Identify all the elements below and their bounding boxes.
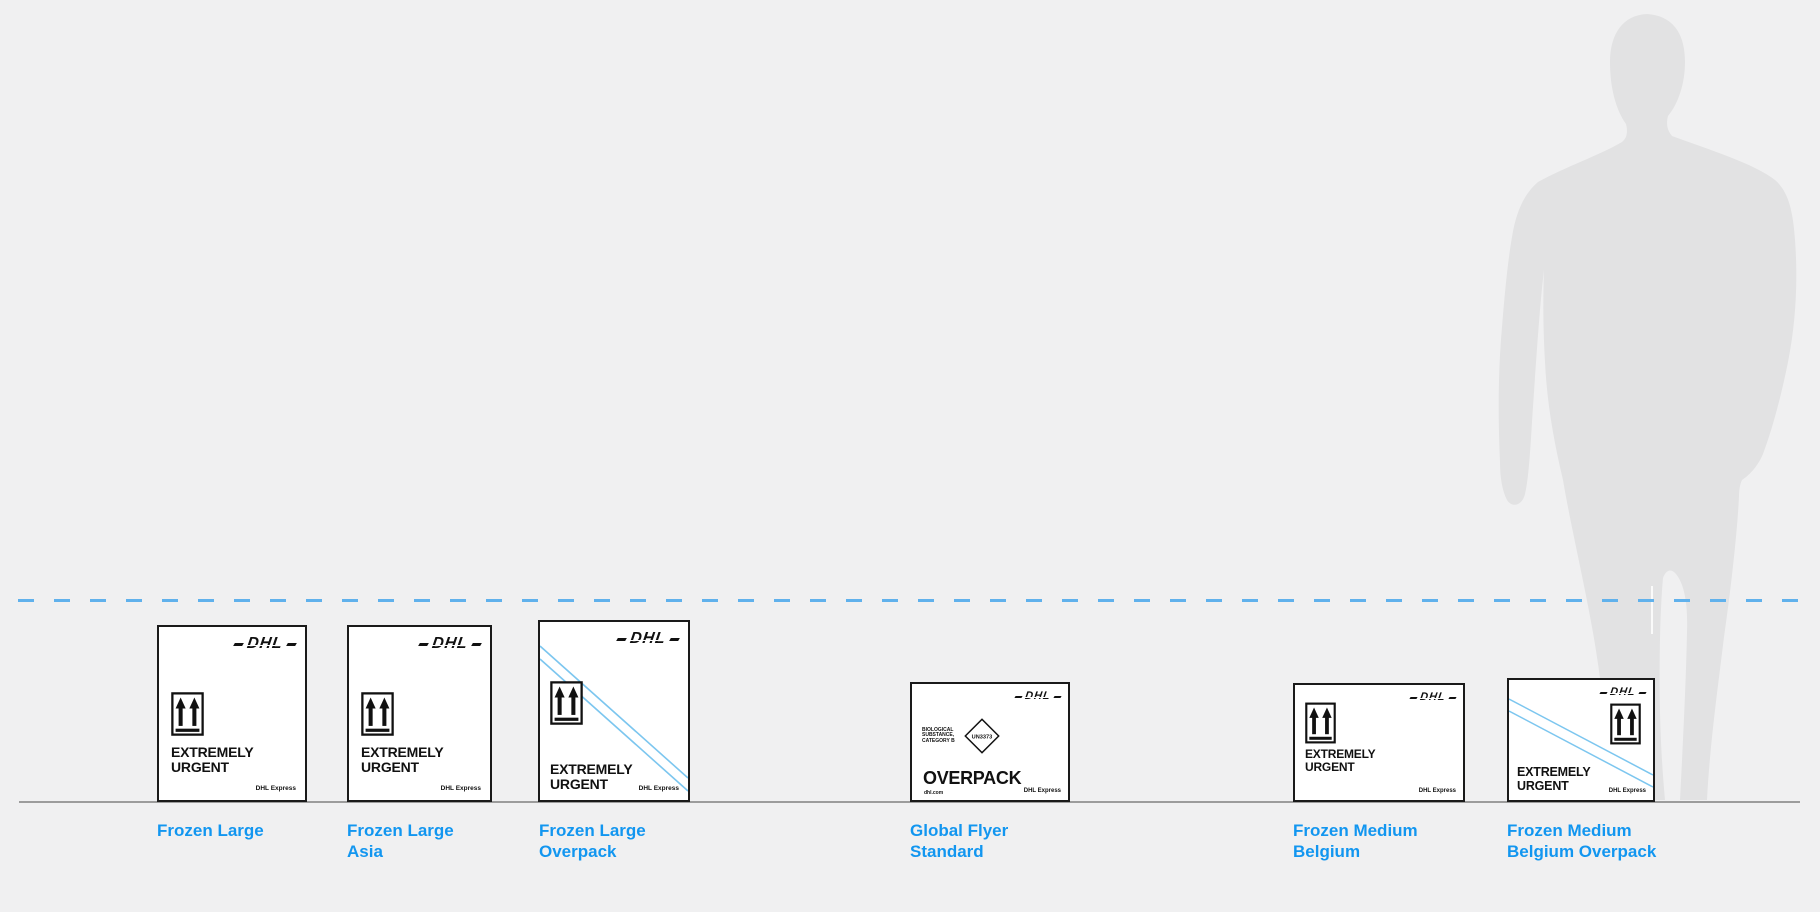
caption-frozen-large: Frozen Large xyxy=(157,821,264,840)
ground-baseline xyxy=(19,801,1800,803)
dhl-express-text: DHL Express xyxy=(1608,788,1646,794)
package-frozen-large-asia: DHL EXTREMELY URGENT DHL Express xyxy=(347,625,492,802)
dhl-logo-text: DHL xyxy=(245,635,285,652)
logo-bar-icon xyxy=(1053,695,1062,698)
dhl-express-text: DHL Express xyxy=(440,785,481,792)
logo-bar-icon xyxy=(471,642,482,646)
svg-text:UN3373: UN3373 xyxy=(972,734,993,740)
logo-bar-icon xyxy=(233,642,244,646)
this-way-up-arrows-icon xyxy=(550,681,583,725)
extremely-urgent-marking: EXTREMELY URGENT xyxy=(171,744,254,775)
logo-bar-icon xyxy=(1638,691,1647,694)
dhl-logo-text: DHL xyxy=(628,630,668,647)
height-guide-line xyxy=(18,599,1808,602)
logo-bar-icon xyxy=(616,637,627,641)
caption-frozen-large-asia: Frozen Large Asia xyxy=(347,821,454,861)
dhl-website-text: dhl.com xyxy=(924,790,944,796)
caption-frozen-medium-belgium-overpack: Frozen Medium Belgium Overpack xyxy=(1507,821,1657,861)
package-frozen-large: DHL EXTREMELY URGENT DHL Express xyxy=(157,625,307,802)
un3373-diamond-icon: UN3373 xyxy=(964,718,1000,754)
extremely-urgent-marking: EXTREMELY URGENT xyxy=(550,761,633,792)
dhl-logo-text: DHL xyxy=(1419,691,1447,703)
logo-bar-icon xyxy=(669,637,680,641)
dhl-express-text: DHL Express xyxy=(255,785,296,792)
dhl-logo-text: DHL xyxy=(1024,690,1052,702)
logo-bar-icon xyxy=(418,642,429,646)
this-way-up-arrows-icon xyxy=(1610,703,1641,745)
extremely-urgent-marking: EXTREMELY URGENT xyxy=(1305,747,1376,774)
logo-bar-icon xyxy=(1014,695,1023,698)
logo-bar-icon xyxy=(286,642,297,646)
this-way-up-arrows-icon xyxy=(361,692,394,736)
caption-frozen-large-overpack: Frozen Large Overpack xyxy=(539,821,646,861)
package-global-flyer-standard: DHL BIOLOGICAL SUBSTANCE, CATEGORY B UN3… xyxy=(910,682,1070,802)
person-silhouette xyxy=(1498,14,1797,800)
package-frozen-large-overpack: DHL EXTREMELY URGENT DHL Express xyxy=(538,620,690,802)
logo-bar-icon xyxy=(1599,691,1608,694)
dhl-logo: DHL xyxy=(1599,686,1647,698)
biological-substance-text: BIOLOGICAL SUBSTANCE, CATEGORY B xyxy=(922,726,955,744)
extremely-urgent-marking: EXTREMELY URGENT xyxy=(1517,765,1591,793)
dhl-logo: DHL xyxy=(233,635,297,652)
extremely-urgent-marking: EXTREMELY URGENT xyxy=(361,744,444,775)
caption-global-flyer-standard: Global Flyer Standard xyxy=(910,821,1009,861)
dhl-logo: DHL xyxy=(1014,690,1062,702)
dhl-logo: DHL xyxy=(418,635,482,652)
height-marker-tick xyxy=(1651,586,1653,634)
dhl-express-text: DHL Express xyxy=(1418,788,1456,794)
dhl-logo-text: DHL xyxy=(430,635,470,652)
logo-bar-icon xyxy=(1448,696,1457,699)
package-frozen-medium-belgium-overpack: DHL EXTREMELY URGENT DHL Express xyxy=(1507,678,1655,802)
dhl-express-text: DHL Express xyxy=(1023,788,1061,794)
dhl-logo-text: DHL xyxy=(1609,686,1637,698)
this-way-up-arrows-icon xyxy=(171,692,204,736)
logo-bar-icon xyxy=(1409,696,1418,699)
package-frozen-medium-belgium: DHL EXTREMELY URGENT DHL Express xyxy=(1293,683,1465,802)
dhl-logo: DHL xyxy=(1409,691,1457,703)
dhl-express-text: DHL Express xyxy=(638,785,679,792)
overpack-marking: OVERPACK xyxy=(923,768,1022,788)
dhl-logo: DHL xyxy=(616,630,680,647)
this-way-up-arrows-icon xyxy=(1305,702,1336,744)
caption-frozen-medium-belgium: Frozen Medium Belgium xyxy=(1293,821,1418,861)
